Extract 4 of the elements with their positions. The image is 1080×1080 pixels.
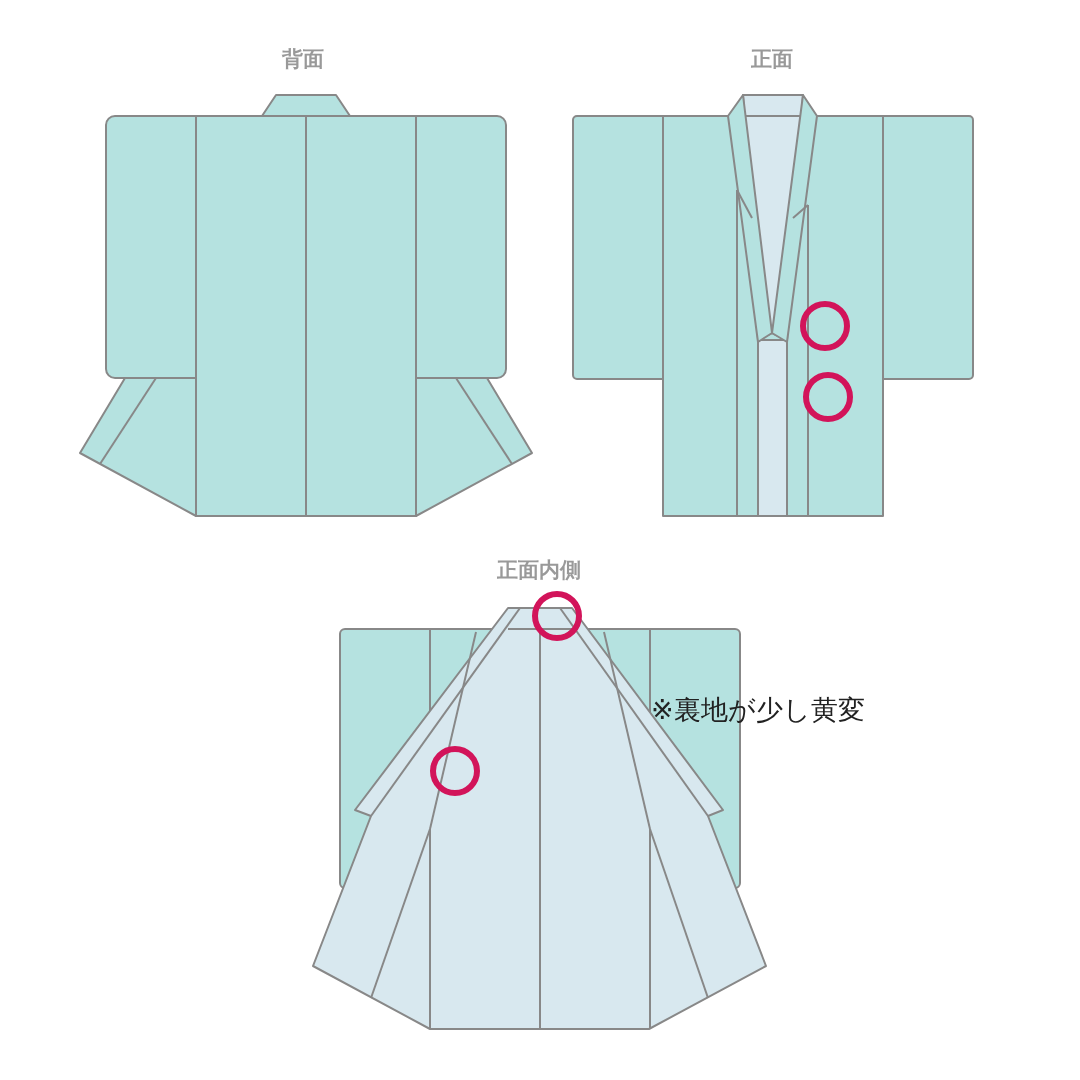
note-text: ※裏地が少し黄変 [651,696,865,723]
view-heading: 正面 [751,49,793,70]
view-heading: 正面内側 [497,560,581,581]
view-heading: 背面 [282,49,324,70]
